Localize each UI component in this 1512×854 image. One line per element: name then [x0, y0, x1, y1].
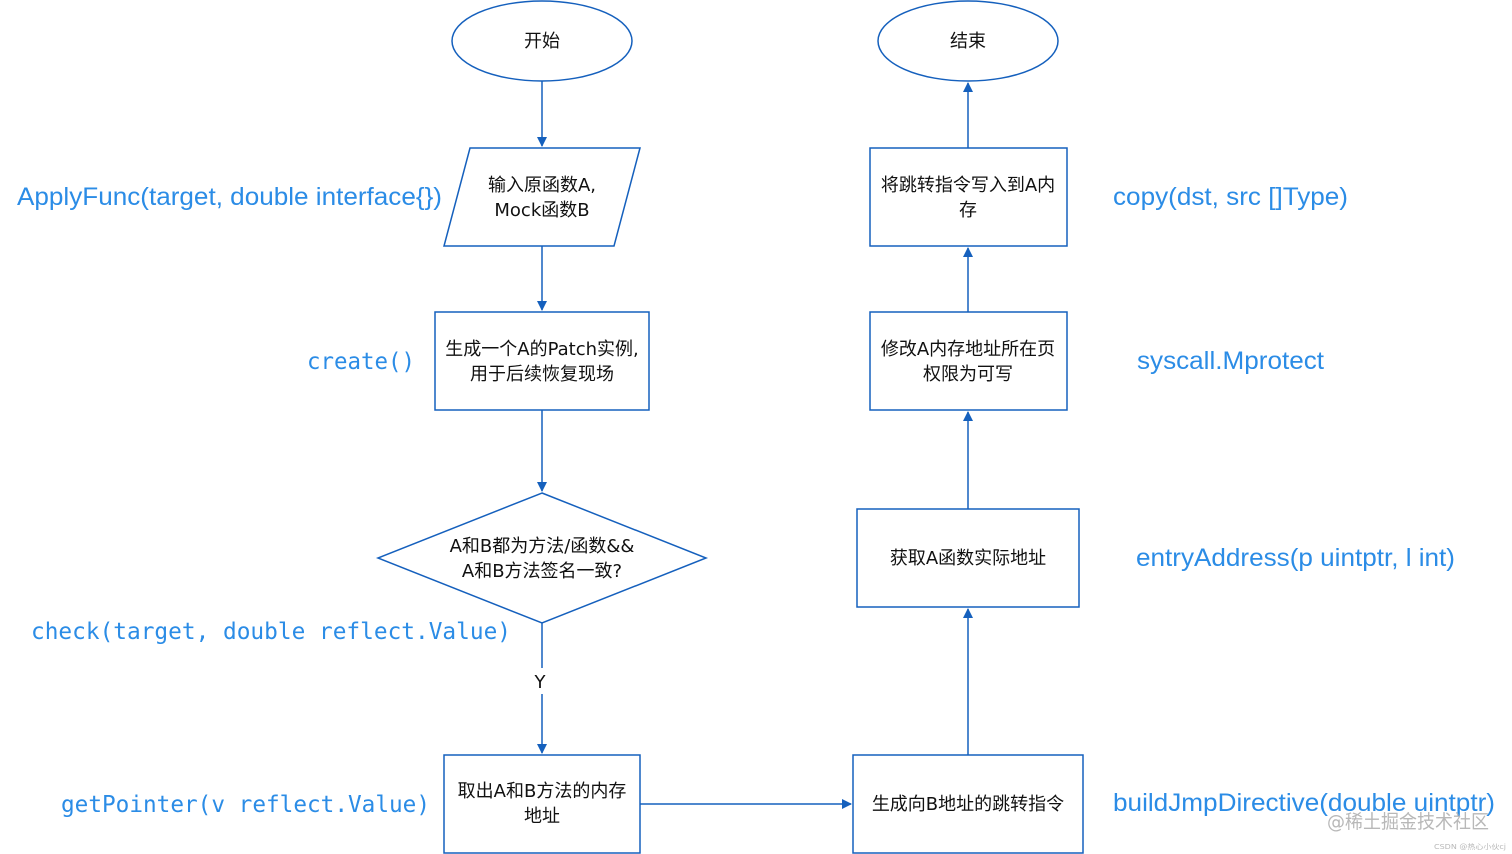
- watermark-small: CSDN @热心小伙cj: [1434, 842, 1506, 851]
- build-jmp-box: [852, 754, 1084, 854]
- write-jmp-line1: 将跳转指令写入到A内: [881, 175, 1055, 196]
- watermark-main: @稀土掘金技术社区: [1327, 811, 1489, 833]
- annotation-check: check(target, double reflect.Value): [31, 619, 511, 645]
- create-patch-line1: 生成一个A的Patch实例,: [445, 339, 638, 360]
- get-pointers-line2: 地址: [524, 806, 560, 827]
- get-pointers-line1: 取出A和B方法的内存: [458, 781, 627, 802]
- annotation-copy: copy(dst, src []Type): [1113, 183, 1348, 211]
- check-line2: A和B方法签名一致?: [462, 561, 622, 582]
- end-terminator: [877, 0, 1059, 82]
- mprotect-line1: 修改A内存地址所在页: [881, 339, 1055, 360]
- check-decision: [375, 492, 709, 624]
- annotation-get-pointer: getPointer(v reflect.Value): [61, 792, 430, 818]
- input-label-line2: Mock函数B: [494, 200, 589, 221]
- entry-addr-label: 获取A函数实际地址: [890, 548, 1046, 569]
- mprotect-box: [869, 311, 1068, 411]
- check-line1: A和B都为方法/函数&&: [450, 536, 635, 557]
- yes-edge-label: Y: [534, 672, 547, 693]
- start-label: 开始: [524, 31, 560, 52]
- mprotect-line2: 权限为可写: [923, 364, 1013, 385]
- input-parallelogram: [443, 147, 641, 247]
- write-jmp-line2: 存: [959, 200, 977, 221]
- create-patch-line2: 用于后续恢复现场: [470, 364, 614, 385]
- create-patch-box: [434, 311, 650, 411]
- annotation-create: create(): [307, 349, 415, 375]
- annotation-entry-address: entryAddress(p uintptr, l int): [1136, 544, 1455, 572]
- annotation-apply-func: ApplyFunc(target, double interface{}): [17, 183, 442, 211]
- get-pointers-box: [443, 754, 641, 854]
- annotation-syscall: syscall.Mprotect: [1137, 347, 1324, 375]
- annotation-build-jmp: buildJmpDirective(double uintptr): [1113, 789, 1495, 817]
- build-jmp-label: 生成向B地址的跳转指令: [872, 794, 1064, 815]
- write-jmp-box: [869, 147, 1068, 247]
- input-label-line1: 输入原函数A,: [488, 175, 596, 196]
- end-label: 结束: [950, 31, 986, 52]
- entry-addr-box: [856, 508, 1080, 608]
